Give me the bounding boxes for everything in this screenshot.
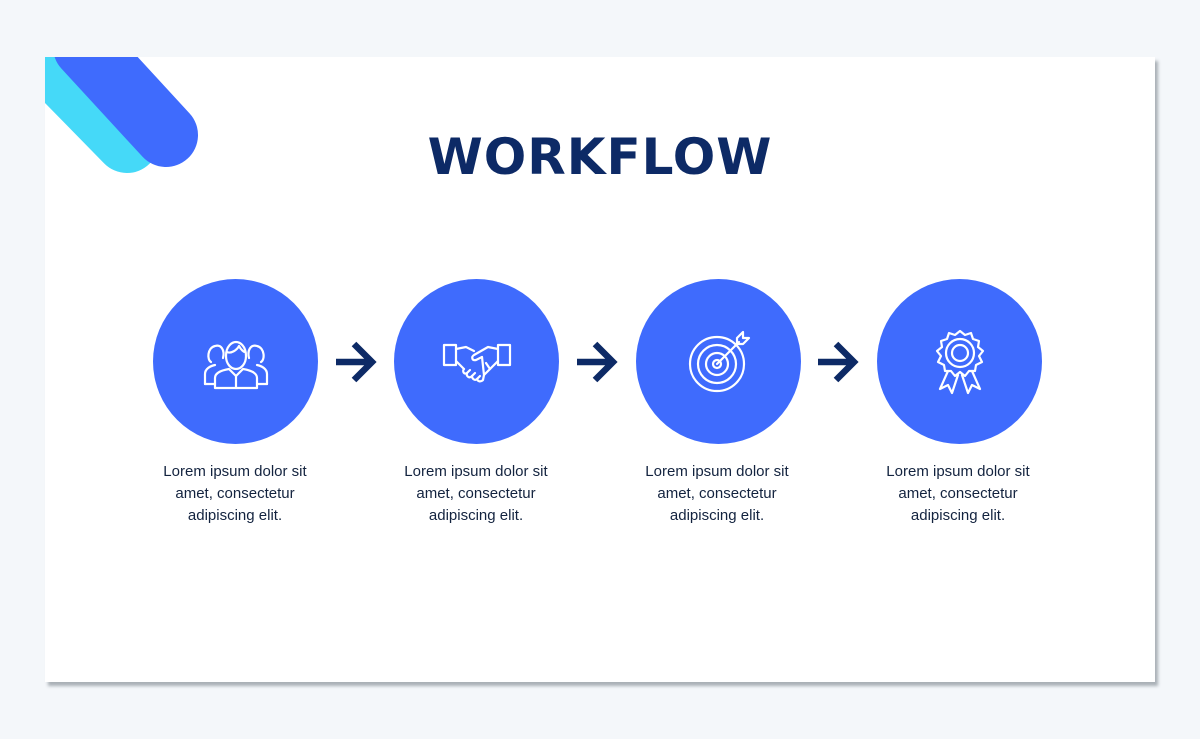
step-4-text: Lorem ipsum dolor sit amet, consectetur … (886, 463, 1030, 524)
team-icon (203, 340, 268, 389)
step-3-text: Lorem ipsum dolor sit amet, consectetur … (645, 463, 789, 524)
arrow-1-icon (336, 341, 377, 383)
page-title: WORKFLOW (427, 128, 773, 186)
step-2-circle (394, 279, 559, 444)
handshake-icon (442, 343, 511, 382)
step-4-circle (877, 279, 1042, 444)
step-2-text: Lorem ipsum dolor sit amet, consectetur … (404, 463, 548, 524)
arrow-3-icon (818, 341, 859, 383)
step-3-circle (636, 279, 801, 444)
workflow-slide: WORKFLOW (45, 57, 1155, 682)
step-1-text: Lorem ipsum dolor sit amet, consectetur … (163, 463, 307, 524)
arrow-2-icon (577, 341, 618, 383)
corner-decoration (45, 57, 198, 173)
target-icon (688, 330, 750, 392)
step-1-circle (153, 279, 318, 444)
award-badge-icon (935, 329, 984, 394)
